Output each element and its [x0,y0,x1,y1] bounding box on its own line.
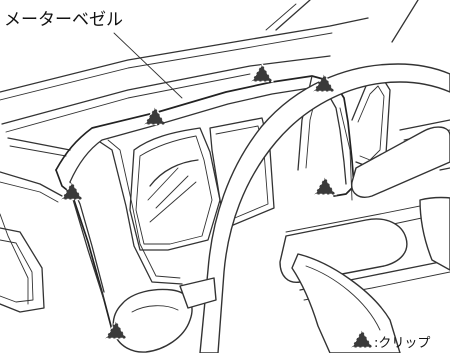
callout-leader-line [113,32,183,99]
left-air-vent [0,171,63,313]
clip-marker-icon [143,106,167,126]
dashboard-top-panel [0,0,450,171]
clip-marker-icon [250,63,274,83]
clip-marker-icon [313,176,337,196]
clip-marker-icon [60,181,84,201]
callout-label-meter-bezel: メーターベゼル [4,10,123,30]
legend-label: :クリップ [374,336,430,351]
steering-wheel [199,63,450,353]
legend: :クリップ [350,329,430,351]
turn-signal-lever [112,277,217,353]
